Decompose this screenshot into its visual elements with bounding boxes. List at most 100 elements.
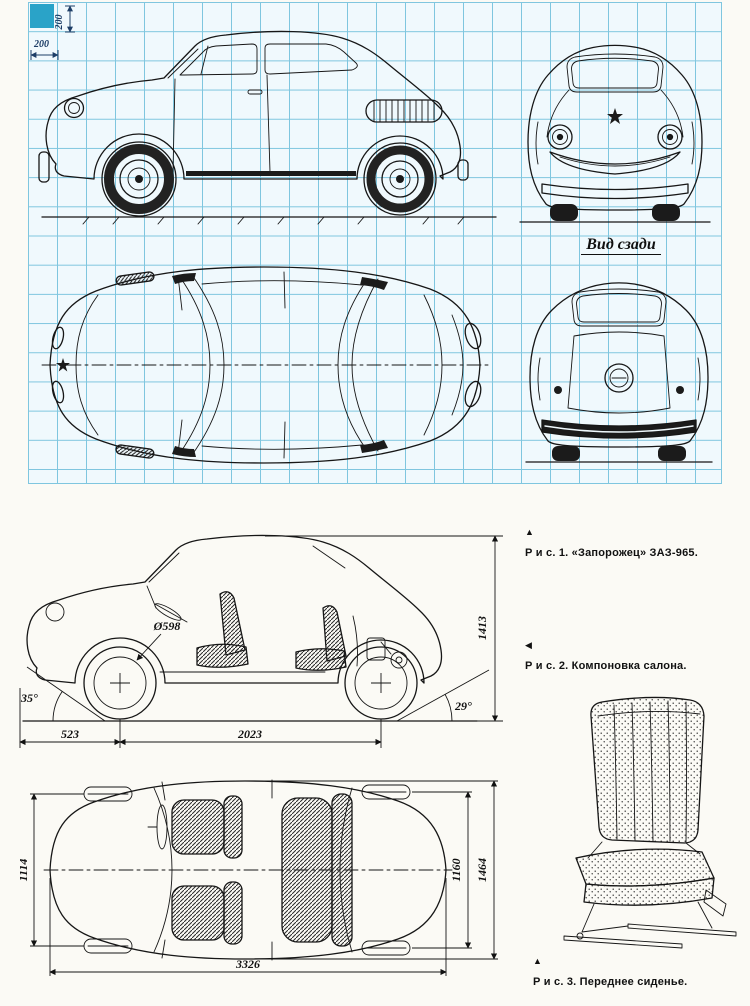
vertical-scale-mark: 200 (54, 5, 75, 33)
backrest-channels (613, 700, 687, 843)
door-seams (177, 271, 286, 459)
a-pillar-right (172, 446, 196, 457)
rear-overrider-top (464, 322, 482, 350)
rear-bumper (541, 419, 697, 439)
figure3-caption: Р и с. 3. Переднее сиденье. (533, 976, 688, 988)
engine-lid-medallion (604, 363, 634, 393)
star-emblem (56, 358, 70, 372)
horizontal-scale-value: 200 (33, 39, 49, 50)
hood-seams (546, 89, 684, 138)
blueprint-grid: 200 200 (28, 2, 722, 484)
rear-view-label: Вид сзади (526, 236, 716, 255)
headlight-inner (68, 102, 80, 114)
vent-window-divider (200, 45, 209, 75)
dimension-overall-length: 3326 (49, 878, 447, 976)
backrest-top-band (597, 710, 701, 717)
dimension-height: 1413 (265, 535, 503, 722)
left-front-tire (550, 204, 578, 221)
door-handle (247, 89, 263, 95)
fender-lines (535, 121, 695, 165)
figure1-marker-icon: ▲ (525, 527, 534, 537)
windshield-line (167, 48, 199, 79)
front-bumper (541, 183, 689, 200)
seat-cushion-front (583, 877, 715, 906)
headlight (63, 97, 85, 119)
figure2-caption-block: ◀ Р и с. 2. Компоновка салона. (525, 640, 735, 674)
front-bumper (38, 151, 50, 183)
star-emblem (607, 108, 623, 124)
departure-angle-value: 29° (454, 699, 472, 713)
car-body-outline (26, 534, 443, 684)
car-body-outline (45, 30, 462, 180)
front-air-intake (549, 151, 681, 175)
front-seat-left (171, 795, 243, 859)
dimension-wheel-diameter: Ø598 (136, 619, 181, 661)
left-rear-tire (552, 446, 580, 461)
dimension-front-track: 1114 (20, 793, 84, 947)
ground-hatch (82, 216, 465, 225)
rear-view-label-text: Вид сзади (581, 236, 661, 255)
dimension-wheelbase: 2023 (119, 727, 382, 746)
dimension-body-width: 1464 (255, 780, 498, 960)
windshield-inner (571, 57, 659, 89)
c-pillar-left (360, 277, 388, 290)
steering-wheel (154, 603, 182, 621)
approach-angle: 35° (20, 666, 106, 722)
front-overhang-value: 523 (61, 727, 79, 741)
seat-frame (563, 889, 737, 949)
rear-window (571, 288, 667, 327)
front-view-drawing (519, 44, 711, 223)
figure3-caption-block: ▲ Р и с. 3. Переднее сиденье. (533, 956, 745, 990)
engine-detail (366, 637, 408, 669)
page-corner-square (30, 4, 54, 28)
departure-angle: 29° (396, 669, 490, 722)
right-rear-tire (658, 446, 686, 461)
front-overrider-top (51, 326, 65, 350)
front-vent-left (115, 271, 155, 286)
front-seat (196, 591, 249, 668)
rear-glass-line (312, 545, 346, 569)
right-headlight (657, 124, 683, 150)
rear-track-value: 1160 (449, 858, 463, 881)
steering-column (154, 603, 188, 623)
front-wheel (101, 141, 177, 217)
hinge-lines (587, 841, 701, 859)
figure2-marker-icon: ◀ (525, 640, 532, 650)
cabin-layout-side-drawing: 1413 523 2023 Ø598 35° 29° (19, 534, 503, 748)
dimension-rear-track: 1160 (412, 791, 472, 949)
horizontal-scale-mark: 200 (30, 39, 59, 60)
rear-bumper (457, 159, 469, 181)
front-track-value: 1114 (20, 859, 30, 882)
engine-air-intake-grille (365, 99, 443, 123)
scale-marks: 200 200 (30, 4, 75, 60)
windshield-line (148, 552, 180, 583)
height-value: 1413 (475, 616, 489, 640)
overall-length-value: 3326 (235, 957, 260, 971)
car-body-outline (49, 266, 481, 464)
front-seat-right (171, 881, 243, 945)
wheelbase-value: 2023 (237, 727, 262, 741)
wheel-diameter-value: Ø598 (153, 619, 181, 633)
tire-footprints (83, 784, 411, 956)
front-door-window (179, 43, 258, 76)
seat-backrest (590, 696, 705, 844)
headlight (45, 602, 65, 622)
figure1-caption: Р и с. 1. «Запорожец» ЗАЗ-965. (525, 547, 698, 559)
engine-lid (567, 331, 671, 414)
rear-view-drawing (525, 282, 713, 463)
dash-line (146, 585, 157, 609)
left-taillight (554, 386, 562, 394)
seat-cushion-top (575, 848, 715, 887)
figure3-marker-icon: ▲ (533, 956, 542, 966)
steering-wheel (156, 804, 168, 850)
windshield (566, 53, 664, 93)
right-taillight (676, 386, 684, 394)
cabin-layout-plan-drawing: 1114 1160 1464 3326 (20, 779, 498, 976)
right-front-tire (652, 204, 680, 221)
body-width-value: 1464 (475, 858, 489, 882)
door-seams (172, 74, 271, 173)
door-seams (161, 779, 273, 961)
approach-angle-value: 35° (20, 691, 38, 705)
figure1-caption-block: ▲ Р и с. 1. «Запорожец» ЗАЗ-965. (525, 527, 743, 561)
rear-wheel (363, 142, 437, 216)
